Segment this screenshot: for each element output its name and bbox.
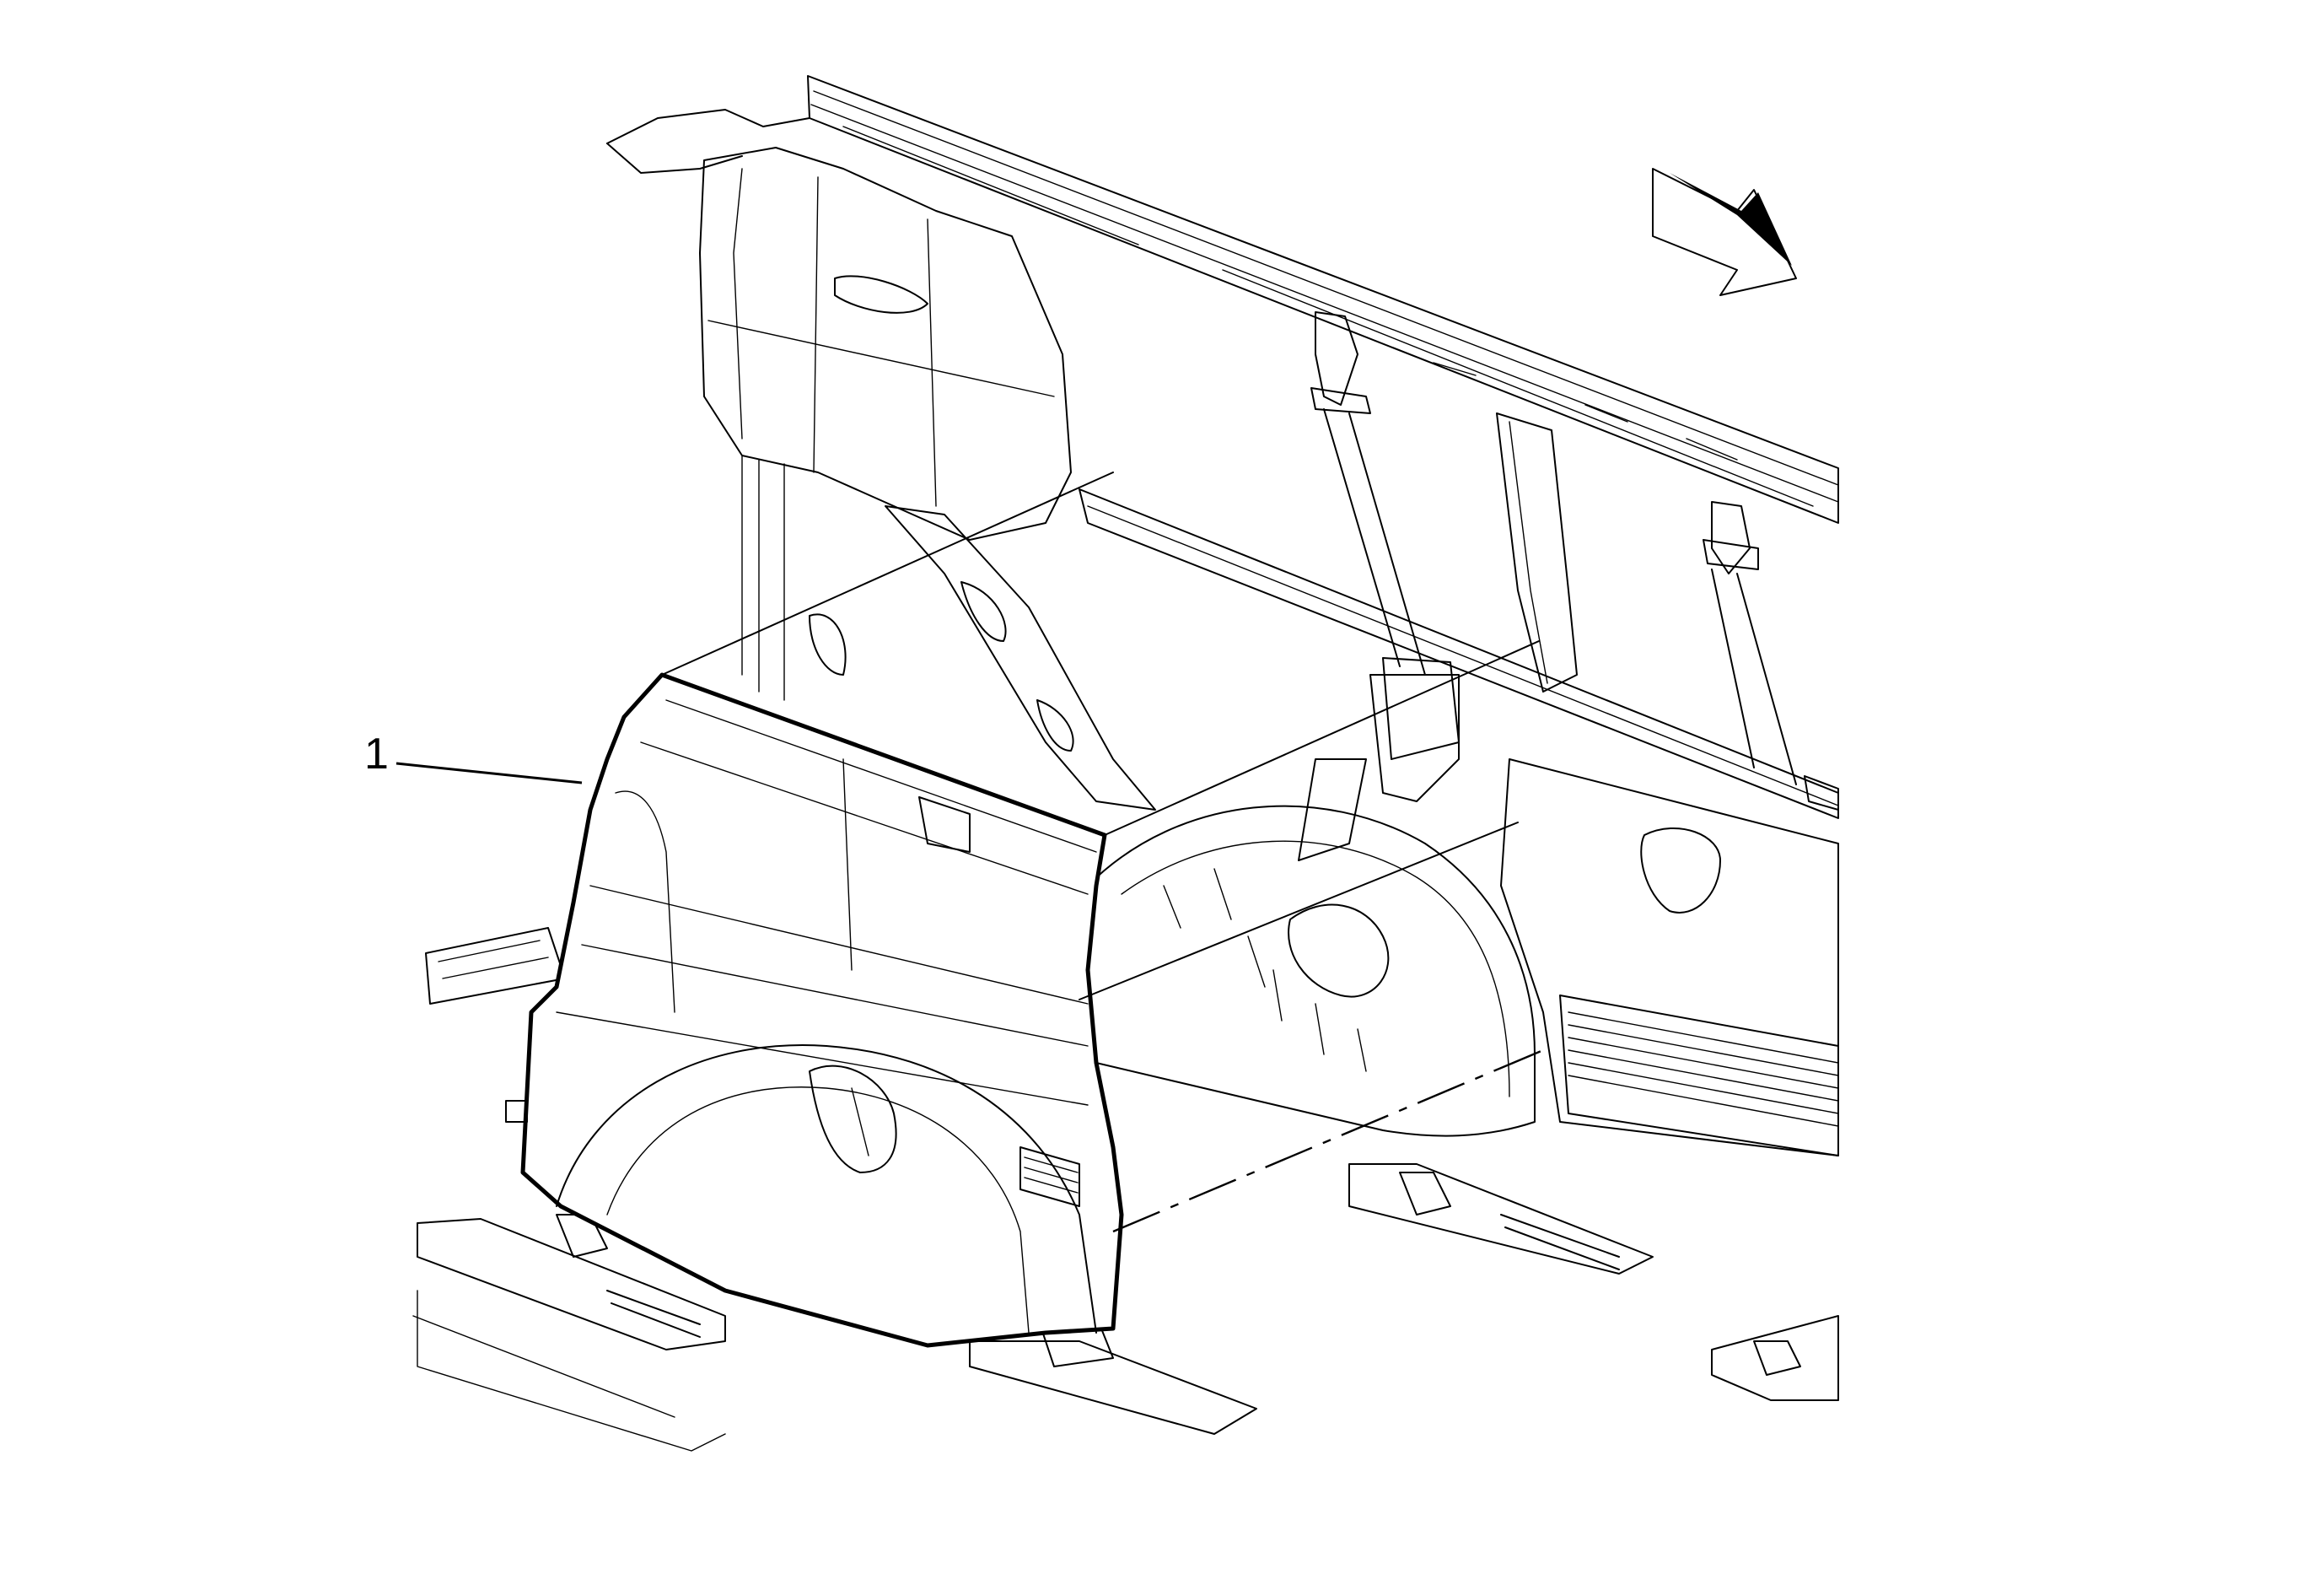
rear-pillar-trim (699, 147, 1072, 701)
side-wall-panel (1500, 758, 1839, 1156)
rear-wheelhouse (1087, 805, 1536, 1137)
seat-belt-assembly (1310, 311, 1797, 785)
floor-anchors (412, 927, 1839, 1452)
installation-leader-lines (661, 472, 1544, 1233)
callout-leader-line (395, 762, 583, 784)
seat-frame (809, 488, 1839, 861)
center-pillar-trim (1496, 412, 1578, 693)
roof-rail (606, 75, 1839, 524)
quarter-trim-panel (505, 672, 1124, 1348)
front-direction-arrow-icon (1652, 168, 1797, 296)
callout-label-1: 1 (364, 730, 389, 779)
